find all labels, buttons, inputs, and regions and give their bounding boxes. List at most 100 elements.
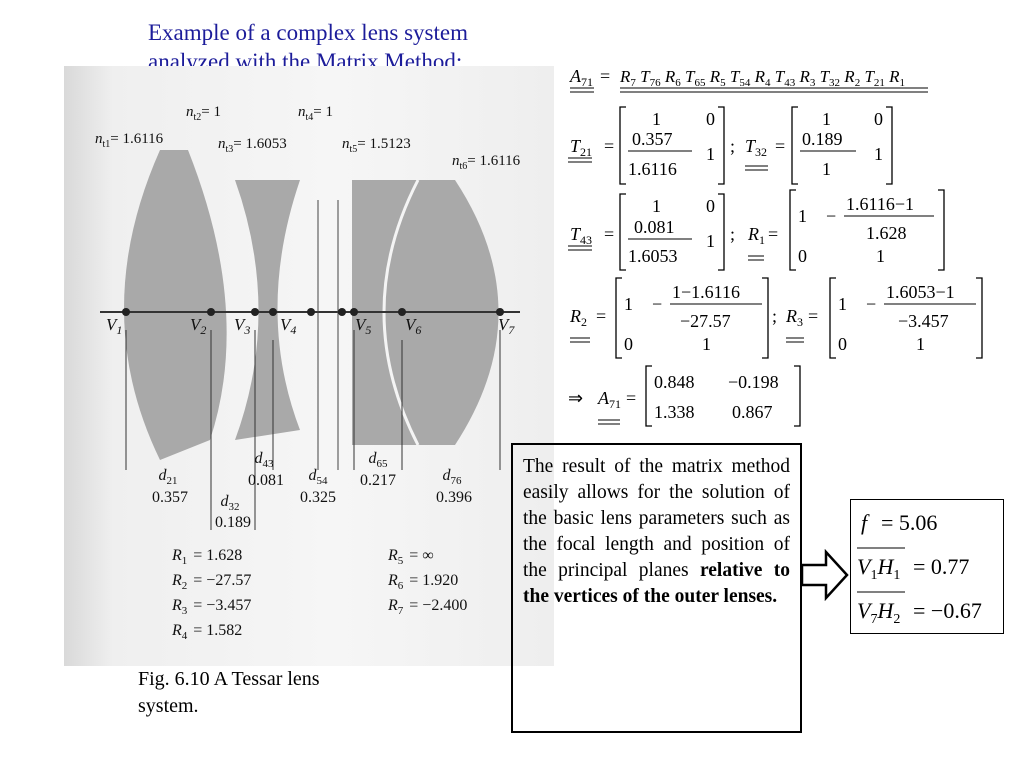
R1-label: R1 — [747, 224, 765, 247]
svg-text:=: = — [808, 306, 818, 326]
product-lhs: A71 — [569, 66, 593, 89]
vh2-value: = −0.67 — [913, 598, 982, 623]
T32-label: T32 — [745, 136, 767, 159]
distance-value-d32: 0.189 — [215, 514, 251, 531]
R1-a22: 1 — [876, 246, 885, 266]
A71-label: A71 — [597, 388, 621, 411]
R2-a11: 1 — [624, 294, 633, 314]
vh2-symbol: V7H2 — [857, 598, 900, 627]
figure-caption: Fig. 6.10 A Tessar lens system. — [138, 666, 398, 720]
T21-den: 1.6116 — [628, 159, 677, 179]
distance-value-d76: 0.396 — [436, 489, 472, 506]
matrix-equations: A71 = R7 T76 R6 T65 R5 T54 R4 T43 R3 T32… — [568, 66, 983, 427]
T32-a12: 0 — [874, 109, 883, 129]
T21-a12: 0 — [706, 109, 715, 129]
T43-a11: 1 — [652, 196, 661, 216]
T43-num: 0.081 — [634, 217, 675, 237]
radius-R1: R1= 1.628 — [171, 547, 242, 567]
vh1-value: = 0.77 — [913, 554, 969, 579]
vertex-markers — [122, 308, 504, 316]
vertex-dot-4 — [269, 308, 277, 316]
distance-label-d32: d32 — [221, 493, 240, 513]
vertex-dot-5 — [350, 308, 358, 316]
svg-text:=: = — [604, 136, 614, 156]
R3-label: R3 — [785, 306, 803, 329]
index-label-nt2: nt2= 1 — [186, 104, 221, 123]
vertex-dot-a — [307, 308, 315, 316]
R3-a11: 1 — [838, 294, 847, 314]
svg-text:=: = — [775, 136, 785, 156]
implies-arrow: ⇒ — [568, 388, 583, 408]
distance-value-d65: 0.217 — [360, 472, 396, 489]
right-arrow-icon — [800, 548, 850, 606]
distance-label-d43: d43 — [255, 450, 275, 470]
R1-den: 1.628 — [866, 223, 907, 243]
T21-num: 0.357 — [632, 129, 673, 149]
index-label-nt4: nt4= 1 — [298, 104, 333, 123]
distance-label-d54: d54 — [309, 467, 329, 487]
distance-label-d76: d76 — [443, 467, 463, 487]
vertex-dot-6 — [398, 308, 406, 316]
index-label-nt5: nt5= 1.5123 — [342, 136, 411, 155]
T43-a12: 0 — [706, 196, 715, 216]
svg-text:=: = — [604, 224, 614, 244]
svg-text:−: − — [652, 294, 662, 314]
result-text-bold: relative to the vertices of the outer le… — [523, 560, 790, 607]
svg-text:=: = — [626, 388, 636, 408]
A71-a12: −0.198 — [728, 372, 779, 392]
T32-a22: 1 — [874, 144, 883, 164]
lens-element-1 — [124, 150, 227, 460]
distance-value-d21: 0.357 — [152, 489, 188, 506]
vh1-symbol: V1H1 — [857, 554, 900, 583]
radius-R5: R5= ∞ — [387, 547, 434, 567]
radius-R3: R3= −3.457 — [171, 597, 251, 617]
A71-a21: 1.338 — [654, 402, 695, 422]
R1-a11: 1 — [798, 206, 807, 226]
radius-R6: R6= 1.920 — [387, 572, 458, 592]
svg-text:−: − — [866, 294, 876, 314]
lens-element-3 — [352, 180, 418, 445]
vertex-label-4: V4 — [280, 315, 296, 337]
caption-line-2: system. — [138, 695, 199, 717]
T21-a22: 1 — [706, 144, 715, 164]
radius-R2: R2= −27.57 — [171, 572, 251, 592]
svg-text:;: ; — [772, 306, 777, 326]
focal-length-symbol: f — [861, 510, 870, 535]
index-label-nt6: nt6= 1.6116 — [452, 153, 521, 172]
A71-a22: 0.867 — [732, 402, 773, 422]
result-explanation-box: The result of the matrix method easily a… — [511, 443, 802, 733]
product-equals: = — [600, 66, 610, 86]
lens-element-2 — [235, 180, 300, 440]
vertex-dot-7 — [496, 308, 504, 316]
T43-label: T43 — [570, 224, 592, 247]
svg-text:;: ; — [730, 136, 735, 156]
product-rhs: R7 T76 R6 T65 R5 T54 R4 T43 R3 T32 R2 T2… — [619, 67, 905, 90]
T21-a11: 1 — [652, 109, 661, 129]
distance-label-d65: d65 — [369, 450, 389, 470]
caption-line-1: Fig. 6.10 A Tessar lens — [138, 668, 320, 690]
R3-a22: 1 — [916, 334, 925, 354]
R3-a21: 0 — [838, 334, 847, 354]
R2-a21: 0 — [624, 334, 633, 354]
R1-a21: 0 — [798, 246, 807, 266]
R2-a22: 1 — [702, 334, 711, 354]
lens-parameters-box: f = 5.06 V1H1 = 0.77 V7H2 = −0.67 — [850, 499, 1004, 634]
R1-num: 1.6116−1 — [846, 194, 914, 214]
vertex-dot-b — [338, 308, 346, 316]
result-text-normal: The result of the matrix method easily a… — [523, 456, 790, 581]
R3-num: 1.6053−1 — [886, 282, 955, 302]
svg-text:=: = — [768, 224, 778, 244]
vertex-dot-1 — [122, 308, 130, 316]
T43-a22: 1 — [706, 231, 715, 251]
index-label-nt3: nt3= 1.6053 — [218, 136, 287, 155]
R2-num: 1−1.6116 — [672, 282, 740, 302]
slide-title: Example of a complex lens system analyze… — [148, 18, 568, 76]
vertex-label-1: V1 — [106, 315, 122, 337]
distance-value-d43: 0.081 — [248, 472, 284, 489]
svg-text:;: ; — [730, 224, 735, 244]
title-line-1: Example of a complex lens system — [148, 20, 469, 45]
radius-R7: R7= −2.400 — [387, 597, 467, 617]
T32-num: 0.189 — [802, 129, 843, 149]
A71-a11: 0.848 — [654, 372, 695, 392]
